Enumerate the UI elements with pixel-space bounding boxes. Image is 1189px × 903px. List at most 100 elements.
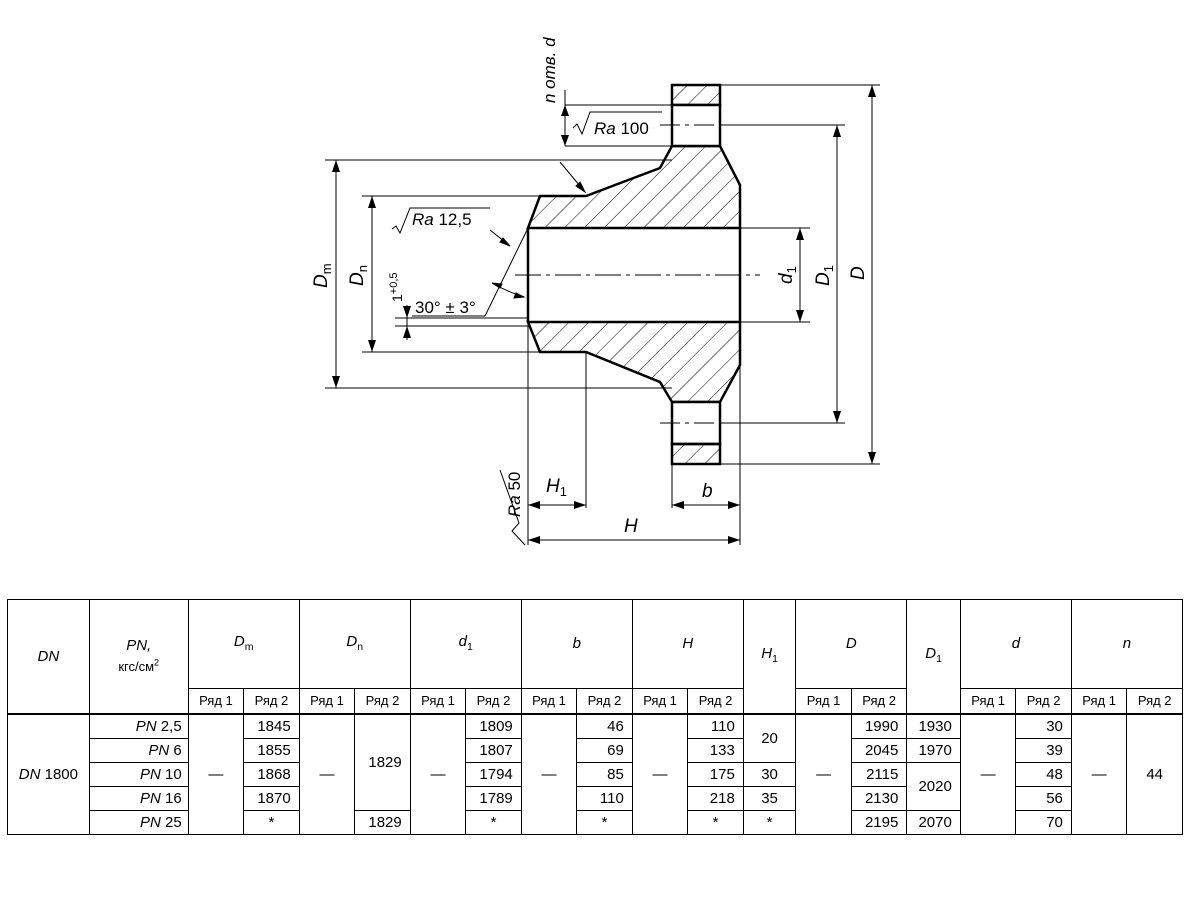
table-row: PN 25 * 1829 * * * * 2195 2070 70	[8, 810, 1183, 835]
h-row2-cell: 175	[687, 762, 744, 787]
d1-row1-cell: —	[409, 713, 467, 835]
header-dn2: Dn	[298, 599, 411, 689]
h-row2-cell: 110	[687, 713, 744, 739]
b-row2-cell: 110	[576, 786, 633, 811]
b-row2-cell: *	[576, 810, 633, 835]
pn-cell: PN 6	[88, 738, 189, 763]
h-row2-cell: *	[687, 810, 744, 835]
b-row2-cell: 69	[576, 738, 633, 763]
d-row1-cell: —	[959, 713, 1017, 835]
flange-section-lower	[526, 320, 742, 404]
header-D1: D1	[906, 599, 961, 715]
table-row: PN 16 1870 1789 110 218 35 2130 56	[8, 786, 1183, 811]
subheader-d1-row1: Ряд 1	[409, 688, 467, 715]
h-row2-cell: 133	[687, 738, 744, 763]
dn2-row2-cell: 1829	[354, 713, 411, 811]
D-row2-cell: 2195	[850, 810, 908, 835]
d1-row2-cell: 1794	[465, 762, 522, 787]
D-row2-cell: 1990	[850, 713, 908, 739]
subheader-h-row2: Ряд 2	[687, 688, 744, 715]
h1-cell: 20	[742, 713, 797, 763]
subheader-d-row2: Ряд 2	[1015, 688, 1072, 715]
flange-drawing: n отв. d Ra 100 Ra 12,5 Ra 50 30° ± 3° 1…	[311, 37, 880, 546]
table-row: PN 10 1868 1794 85 175 30 2115 2020 48	[8, 762, 1183, 811]
n-row1-cell: —	[1070, 713, 1128, 835]
b-row1-cell: —	[520, 713, 578, 835]
subheader-n-row1: Ряд 1	[1070, 688, 1128, 715]
D1-cell: 2070	[906, 810, 961, 835]
subheader-b-row1: Ряд 1	[520, 688, 578, 715]
tol-label: 1+0,5	[388, 272, 405, 302]
D1-cell: 1970	[906, 738, 961, 763]
header-D: D	[795, 599, 908, 689]
b-label: b	[702, 481, 713, 502]
table-row: DN 1800 PN 2,5 — 1845 — 1829 — 1809 — 46…	[7, 713, 1183, 835]
subheader-h-row1: Ряд 1	[631, 688, 689, 715]
subheader-D-row1: Ряд 1	[795, 688, 852, 715]
holes-label: n отв. d	[540, 37, 559, 103]
dm-row2-cell: 1870	[243, 786, 300, 811]
d1-label: d1	[776, 266, 799, 284]
H1-label: H1	[546, 476, 567, 499]
bolt-section-bottom	[670, 442, 722, 466]
D1-cell: 2020	[906, 762, 961, 811]
dimension-table: DN PN,кгс/см2 Dm Dn d1 b H H1 D D1 d n Р…	[7, 599, 1184, 835]
b-row2-cell: 85	[576, 762, 633, 787]
h-row1-cell: —	[631, 713, 689, 835]
pn-cell: PN 16	[88, 786, 189, 811]
pn-cell: PN 10	[88, 762, 189, 787]
dn-value-cell: DN 1800	[7, 713, 90, 835]
header-pn: PN,кгс/см2	[88, 599, 189, 715]
D-row2-cell: 2045	[850, 738, 908, 763]
dn2-row1-cell: —	[298, 713, 356, 835]
d1-row2-cell: *	[465, 810, 522, 835]
h1-cell: *	[742, 810, 797, 835]
header-d1: d1	[409, 599, 522, 689]
d-row2-cell: 30	[1015, 713, 1072, 739]
subheader-d1-row2: Ряд 2	[465, 688, 522, 715]
d1-row2-cell: 1789	[465, 786, 522, 811]
header-h: H	[631, 599, 744, 689]
subheader-D-row2: Ряд 2	[850, 688, 908, 715]
dm-row2-cell: 1868	[243, 762, 300, 787]
ra125-label: Ra 12,5	[412, 210, 472, 229]
d1-row2-cell: 1807	[465, 738, 522, 763]
subheader-d-row1: Ряд 1	[959, 688, 1017, 715]
d-row2-cell: 56	[1015, 786, 1072, 811]
pn-cell: PN 2,5	[88, 713, 189, 739]
header-dm: Dm	[187, 599, 300, 689]
subheader-dm-row1: Ряд 1	[187, 688, 245, 715]
pn-cell: PN 25	[88, 810, 189, 835]
subheader-dn2-row1: Ряд 1	[298, 688, 356, 715]
dn-label: Dn	[347, 265, 370, 286]
header-d: d	[959, 599, 1072, 689]
dm-label: Dm	[311, 263, 334, 288]
D-row2-cell: 2115	[850, 762, 908, 787]
d1-row2-cell: 1809	[465, 713, 522, 739]
dm-row2-cell: 1855	[243, 738, 300, 763]
subheader-dm-row2: Ряд 2	[243, 688, 300, 715]
h1-cell: 30	[742, 762, 797, 787]
ra100-label: Ra 100	[594, 119, 649, 138]
subheader-b-row2: Ряд 2	[576, 688, 633, 715]
dn2-row2-cell: 1829	[354, 810, 411, 835]
D-row1-cell: —	[795, 713, 852, 835]
header-n: n	[1070, 599, 1184, 689]
header-b: b	[520, 599, 633, 689]
dm-row1-cell: —	[187, 713, 245, 835]
d-row2-cell: 70	[1015, 810, 1072, 835]
d-row2-cell: 48	[1015, 762, 1072, 787]
ra50-label: Ra 50	[505, 472, 524, 517]
header-dn: DN	[7, 599, 90, 715]
h1-cell: 35	[742, 786, 797, 811]
n-row2-cell: 44	[1126, 713, 1183, 835]
subheader-n-row2: Ряд 2	[1126, 688, 1183, 715]
angle-label: 30° ± 3°	[415, 298, 476, 317]
b-row2-cell: 46	[576, 713, 633, 739]
dm-row2-cell: *	[243, 810, 300, 835]
bolt-section-top	[670, 83, 722, 107]
D-label: D	[848, 266, 869, 280]
header-h1: H1	[742, 599, 797, 715]
subheader-dn2-row2: Ряд 2	[354, 688, 411, 715]
dm-row2-cell: 1845	[243, 713, 300, 739]
